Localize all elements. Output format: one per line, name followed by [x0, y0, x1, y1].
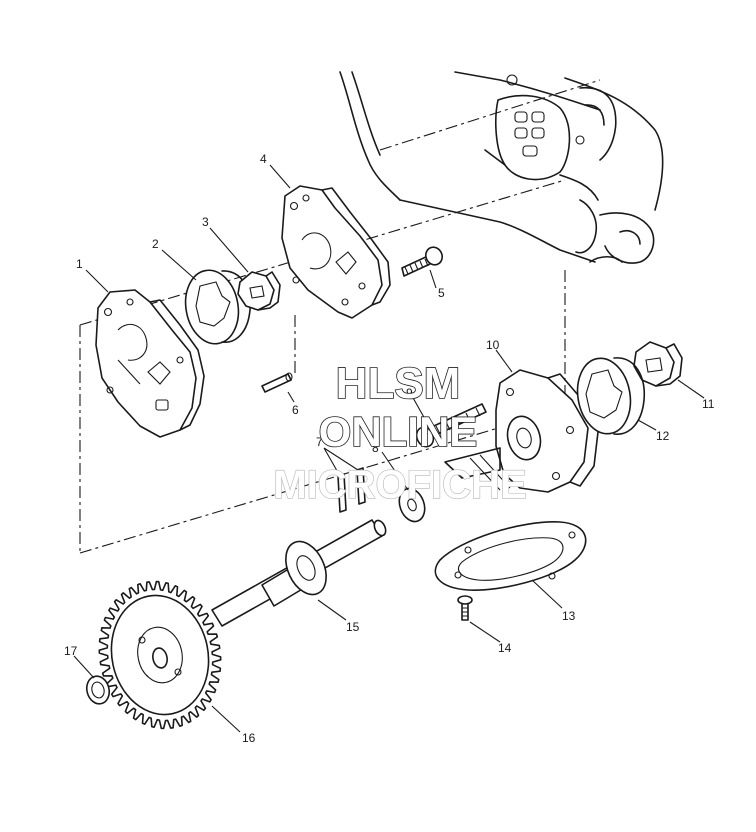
callout-9: 9 — [406, 386, 413, 400]
oil-pump-housing — [444, 369, 599, 493]
pins — [337, 467, 366, 513]
callout-10: 10 — [486, 338, 500, 352]
callout-6: 6 — [292, 403, 299, 417]
long-bolt — [415, 403, 487, 448]
callout-1: 1 — [76, 257, 83, 271]
watermark: HLSM ONLINE MICROFICHE — [273, 358, 528, 507]
leader-lines — [73, 164, 705, 733]
seal — [85, 675, 111, 705]
callout-3: 3 — [202, 215, 209, 229]
callout-5: 5 — [438, 286, 445, 300]
crankcase-housing — [339, 71, 664, 264]
washer — [398, 487, 426, 523]
dowel-pin — [261, 372, 293, 393]
outer-rotor-large — [576, 357, 646, 435]
callout-14: 14 — [498, 641, 512, 655]
inner-rotor — [237, 271, 281, 311]
inner-rotor-small — [633, 341, 683, 387]
callout-16: 16 — [242, 731, 256, 745]
watermark-line-1: HLSM — [336, 359, 461, 408]
strainer-plate — [434, 521, 587, 591]
pump-cover-plate — [281, 185, 391, 319]
callout-17: 17 — [64, 644, 78, 658]
screw — [457, 595, 473, 621]
drive-shaft — [211, 519, 387, 627]
callout-12: 12 — [656, 429, 670, 443]
pump-body-plate — [95, 289, 205, 438]
callout-8: 8 — [372, 441, 379, 455]
watermark-line-3: MICROFICHE — [273, 463, 526, 507]
callout-4: 4 — [260, 152, 267, 166]
gear — [98, 580, 222, 730]
callout-15: 15 — [346, 620, 360, 634]
callout-labels: 1 2 3 4 5 6 7 8 9 10 11 12 13 14 15 16 1… — [64, 152, 715, 745]
outer-rotor — [184, 269, 251, 345]
callout-11: 11 — [702, 397, 715, 411]
callout-2: 2 — [152, 237, 159, 251]
callout-13: 13 — [562, 609, 576, 623]
callout-7: 7 — [316, 435, 323, 449]
watermark-line-2: ONLINE — [319, 408, 478, 455]
bolt — [401, 246, 443, 277]
